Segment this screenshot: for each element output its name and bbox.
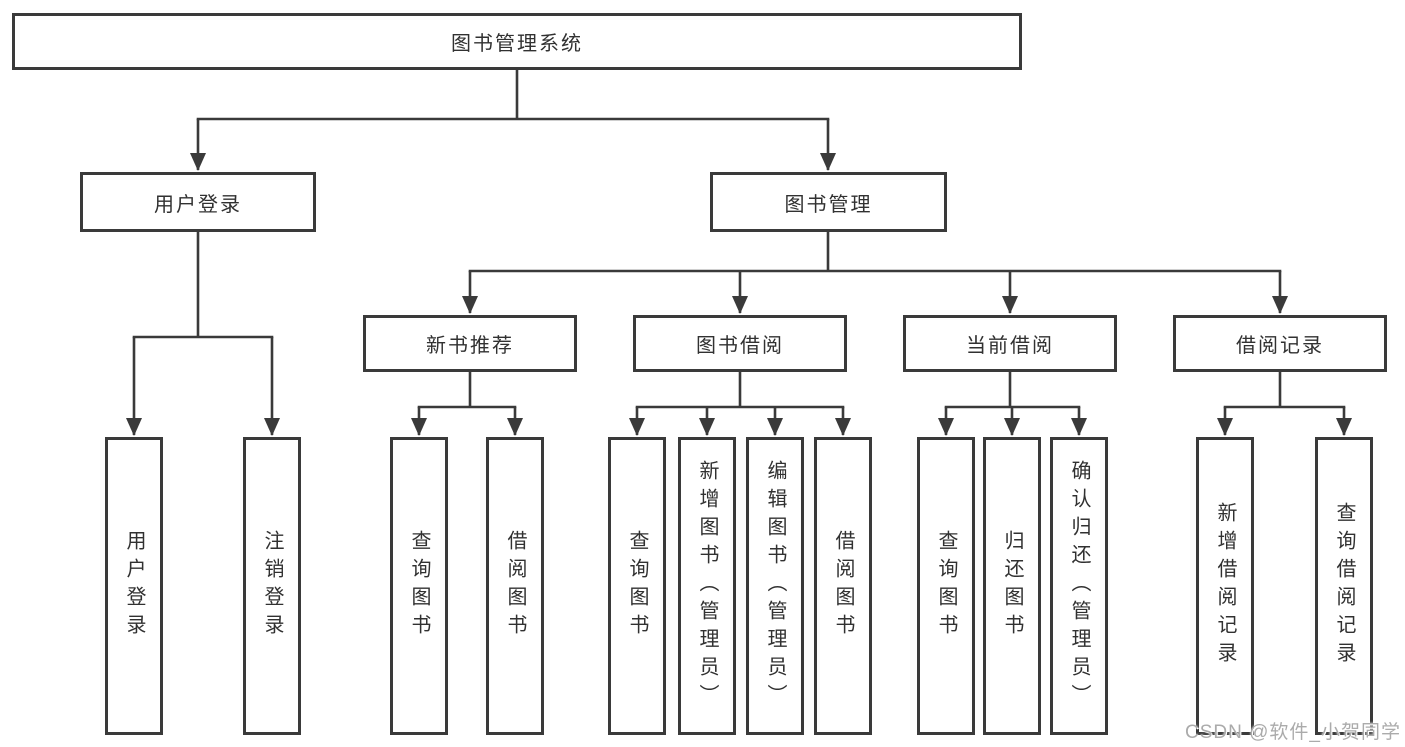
leaf-label: 编辑图书（管理员） <box>764 460 786 712</box>
node-user-login-module: 用户登录 <box>80 172 316 232</box>
leaf-user-login: 用户登录 <box>105 437 163 735</box>
leaf-add-book-admin: 新增图书（管理员） <box>678 437 736 735</box>
node-current-borrowing: 当前借阅 <box>903 315 1117 372</box>
node-library-management-system: 图书管理系统 <box>12 13 1022 70</box>
leaf-label: 查询图书 <box>408 530 430 642</box>
leaf-query-borrow-record: 查询借阅记录 <box>1315 437 1373 735</box>
node-borrowing-records: 借阅记录 <box>1173 315 1387 372</box>
leaf-edit-book-admin: 编辑图书（管理员） <box>746 437 804 735</box>
leaf-label: 借阅图书 <box>504 530 526 642</box>
node-new-book-recommendation: 新书推荐 <box>363 315 577 372</box>
leaf-label: 归还图书 <box>1001 530 1023 642</box>
leaf-label: 用户登录 <box>123 530 145 642</box>
leaf-borrow-books-recommend: 借阅图书 <box>486 437 544 735</box>
leaf-label: 查询借阅记录 <box>1333 502 1355 670</box>
leaf-return-book: 归还图书 <box>983 437 1041 735</box>
csdn-watermark: CSDN @软件_小贺同学 <box>1185 722 1401 743</box>
leaf-label: 新增图书（管理员） <box>696 460 718 712</box>
leaf-query-books-borrowing: 查询图书 <box>608 437 666 735</box>
leaf-label: 注销登录 <box>261 530 283 642</box>
leaf-query-books-current: 查询图书 <box>917 437 975 735</box>
leaf-label: 确认归还（管理员） <box>1068 460 1090 712</box>
leaf-query-books-recommend: 查询图书 <box>390 437 448 735</box>
node-book-borrowing: 图书借阅 <box>633 315 847 372</box>
leaf-label: 借阅图书 <box>832 530 854 642</box>
leaf-label: 查询图书 <box>935 530 957 642</box>
leaf-label: 新增借阅记录 <box>1214 502 1236 670</box>
node-book-management-module: 图书管理 <box>710 172 947 232</box>
leaf-label: 查询图书 <box>626 530 648 642</box>
leaf-borrow-books: 借阅图书 <box>814 437 872 735</box>
leaf-add-borrow-record: 新增借阅记录 <box>1196 437 1254 735</box>
leaf-confirm-return-admin: 确认归还（管理员） <box>1050 437 1108 735</box>
leaf-logout: 注销登录 <box>243 437 301 735</box>
